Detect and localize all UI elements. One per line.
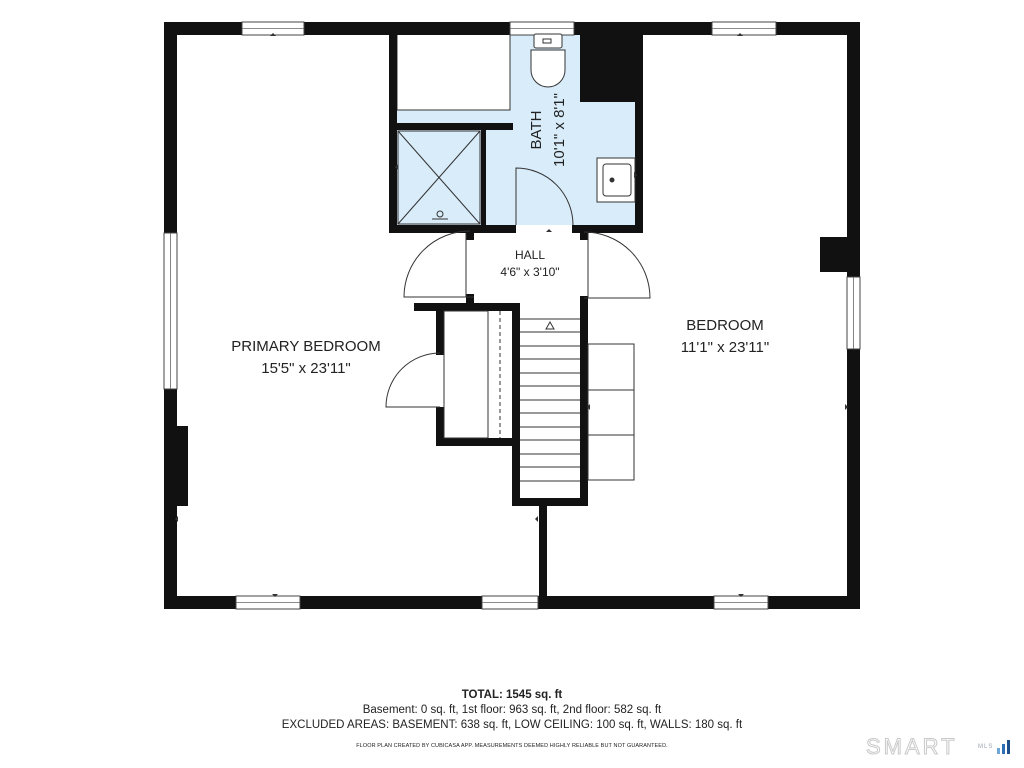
logo-brand: SMART: [866, 734, 958, 760]
door-swings: [385, 167, 651, 408]
hall-dims: 4'6" x 3'10": [500, 265, 559, 279]
stairs: [520, 318, 580, 482]
bedroom-dims: 11'1" x 23'11": [681, 339, 769, 356]
primary-bedroom-dims: 15'5" x 23'11": [261, 360, 351, 377]
logo-suffix: MLS: [978, 744, 994, 750]
wall-markers: [175, 33, 848, 597]
shower: [397, 130, 481, 225]
logo-bars-icon: [997, 740, 1010, 754]
floor-areas: Basement: 0 sq. ft, 1st floor: 963 sq. f…: [362, 704, 662, 716]
window-lines: [170, 28, 854, 603]
total-area: TOTAL: 1545 sq. ft: [461, 689, 563, 701]
door-openings: [436, 225, 588, 407]
smart-mls-logo: SMART MLS: [866, 734, 1016, 762]
sink: [596, 157, 636, 203]
bath-dims: 10'1" x 8'1": [551, 93, 568, 167]
hall-name: HALL: [515, 248, 545, 262]
closets: [443, 310, 635, 481]
bedroom-name: BEDROOM: [686, 317, 764, 334]
primary-bedroom-name: PRIMARY BEDROOM: [231, 338, 380, 355]
excluded-areas: EXCLUDED AREAS: BASEMENT: 638 sq. ft, LO…: [281, 719, 743, 731]
bath-name: BATH: [528, 111, 545, 150]
toilet: [530, 33, 566, 88]
disclaimer: FLOOR PLAN CREATED BY CUBICASA APP. MEAS…: [356, 743, 668, 749]
